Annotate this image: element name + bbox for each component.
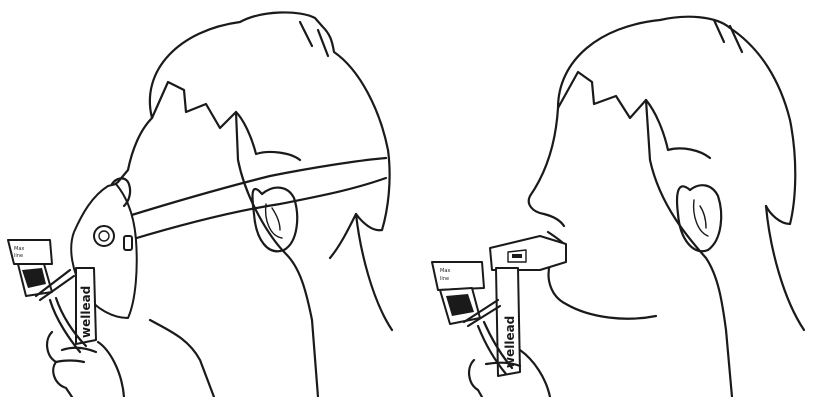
left-face-profile xyxy=(110,118,152,188)
left-back-neck xyxy=(356,214,392,330)
panel-mouthpiece-use: wellead Max line xyxy=(432,17,804,397)
left-hair xyxy=(150,12,390,258)
panel-mask-use: wellead Max line xyxy=(8,12,392,397)
right-nebulizer-cup: Max line xyxy=(432,262,500,326)
right-face-profile xyxy=(529,108,564,226)
left-strap-clip xyxy=(124,236,132,250)
right-mouthpiece xyxy=(490,236,566,270)
right-neck xyxy=(646,100,732,397)
right-ear-inner xyxy=(694,200,708,236)
right-chin xyxy=(549,264,656,319)
svg-text:line: line xyxy=(440,276,449,282)
right-mouthpiece-vent xyxy=(512,254,522,258)
left-neck-front xyxy=(150,320,214,397)
svg-text:line: line xyxy=(14,253,23,259)
left-neck xyxy=(236,112,318,397)
right-back-neck xyxy=(766,206,804,330)
right-hair-tuft xyxy=(714,20,742,52)
svg-text:Max: Max xyxy=(440,268,450,274)
left-mask-port xyxy=(94,226,114,246)
left-nebulizer-cup: Max line xyxy=(8,240,74,300)
svg-text:Max: Max xyxy=(14,246,24,252)
right-ear xyxy=(677,185,721,251)
left-brand-label: wellead xyxy=(79,286,93,338)
